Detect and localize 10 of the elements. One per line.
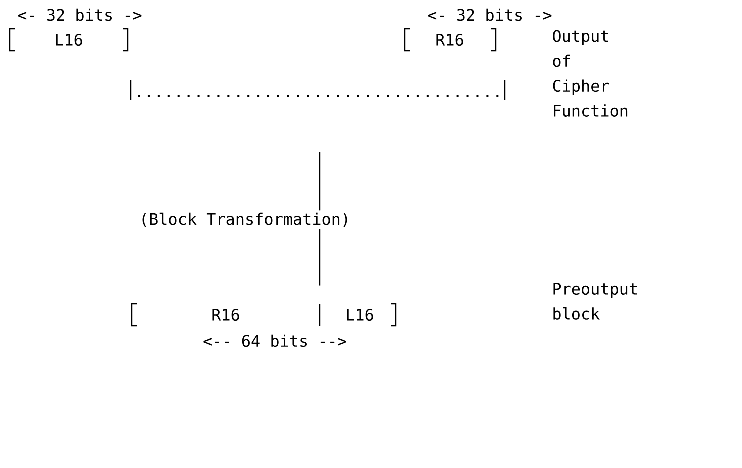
dotted-bar (130, 80, 506, 100)
bracketed-box: L16 (9, 28, 129, 52)
side-note: Output of Cipher Function (553, 30, 628, 117)
side-note: Preoutput block (554, 283, 637, 320)
bracketed-box: R16 (404, 28, 497, 52)
node-text: (Block Transformation) (142, 212, 348, 228)
connector-line (319, 229, 321, 286)
split-block: R16 L16 (131, 303, 397, 327)
connector-line (319, 152, 321, 211)
dimension-label: <- 32 bits -> (428, 8, 552, 22)
